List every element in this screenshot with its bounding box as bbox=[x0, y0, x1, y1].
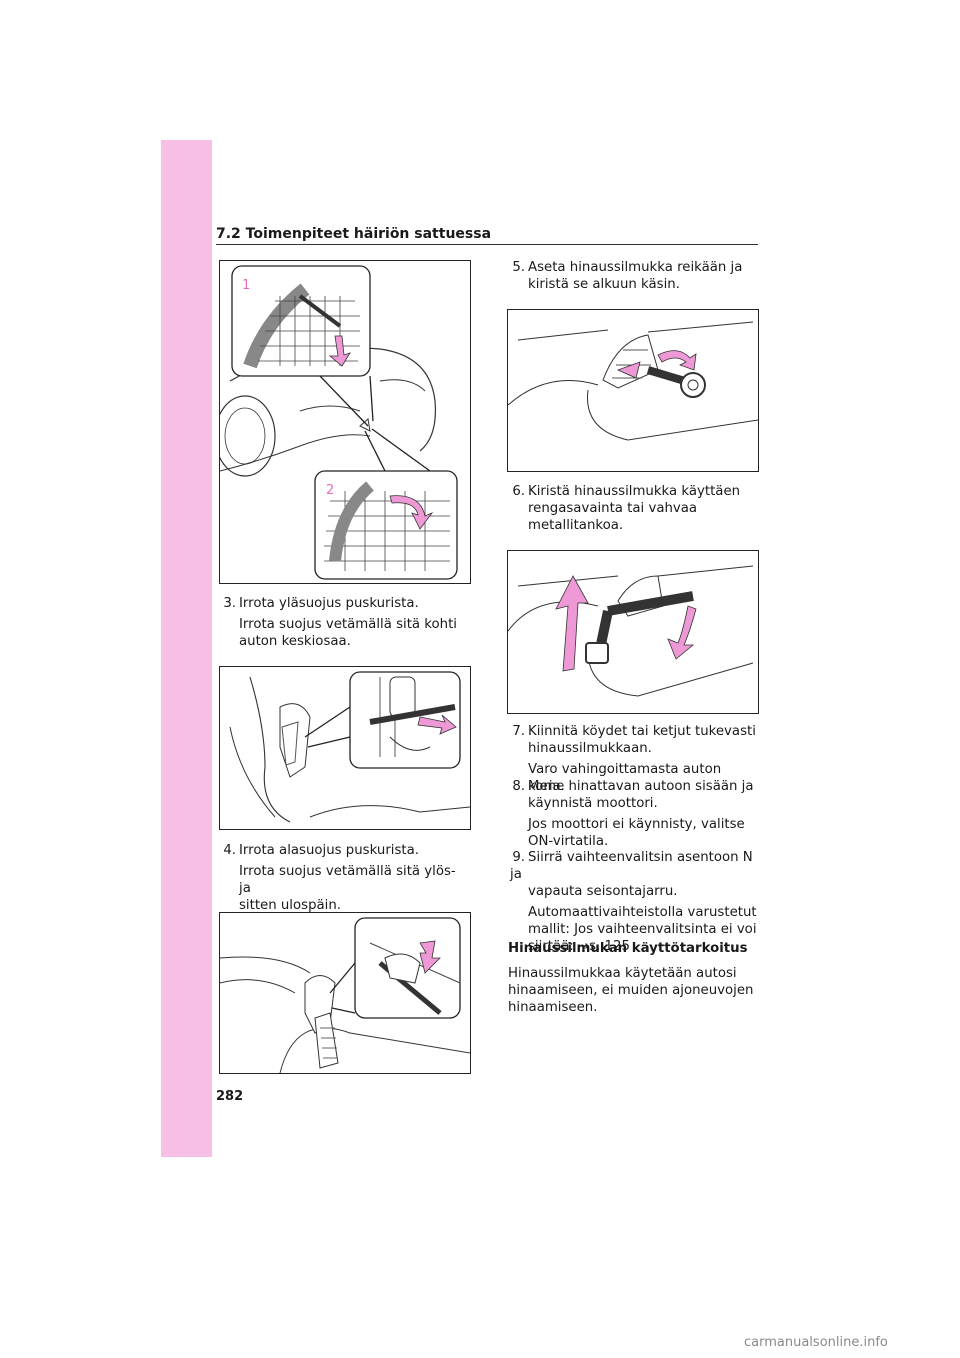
figure-tighten-eyelet-drawing bbox=[508, 565, 754, 697]
figure-tighten-eyelet bbox=[507, 550, 759, 714]
step-7: 7.Kiinnitä köydet tai ketjut tukevasti h… bbox=[510, 723, 760, 795]
step-4: 4.Irrota alasuojus puskurista. Irrota su… bbox=[221, 842, 471, 914]
step-7-line-2: hinaussilmukkaan. bbox=[528, 741, 652, 756]
purpose-line-2: hinaamiseen, ei muiden ajoneuvojen bbox=[508, 983, 754, 998]
step-3-note-line-2: auton keskiosaa. bbox=[239, 634, 351, 649]
step-4-number: 4. bbox=[223, 843, 236, 858]
purpose-paragraph: Hinaussilmukkaa käytetään autosi hinaami… bbox=[508, 965, 760, 1016]
section-title: 7.2 Toimenpiteet häiriön sattuessa bbox=[216, 226, 492, 242]
step-8-note-line-2: ON-virtatila. bbox=[528, 834, 609, 849]
step-3-number: 3. bbox=[223, 596, 236, 611]
step-5-line-2: kiristä se alkuun käsin. bbox=[528, 277, 680, 292]
callout-2: 2 bbox=[326, 483, 334, 498]
purpose-heading: Hinaussilmukan käyttötarkoitus bbox=[508, 941, 748, 956]
step-6-line-1: Kiristä hinaussilmukka käyttäen bbox=[528, 484, 741, 499]
figure-lower-cover bbox=[219, 912, 471, 1074]
step-5: 5.Aseta hinaussilmukka reikään ja kirist… bbox=[510, 259, 760, 293]
step-3-note-line-1: Irrota suojus vetämällä sitä kohti bbox=[239, 617, 458, 632]
step-7-note: Varo vahingoittamasta auton koria. bbox=[528, 762, 722, 794]
step-8-line-2: käynnistä moottori. bbox=[528, 796, 658, 811]
section-tab-sidebar bbox=[161, 140, 212, 1157]
figure-upper-cover-drawing bbox=[229, 671, 470, 823]
step-7-number: 7. bbox=[512, 724, 525, 739]
step-7-line-1: Kiinnitä köydet tai ketjut tukevasti bbox=[528, 724, 756, 739]
figure-insert-eyelet-drawing bbox=[508, 321, 758, 441]
purpose-line-3: hinaamiseen. bbox=[508, 1000, 598, 1015]
step-9-line-1: Siirrä vaihteenvalitsin asentoon N ja bbox=[510, 850, 753, 882]
step-6-number: 6. bbox=[512, 484, 525, 499]
step-9-note-line-1: Automaattivaihteistolla varustetut bbox=[528, 905, 757, 920]
figure-cover-location: 1 2 bbox=[219, 260, 471, 584]
step-4-note-line-2: sitten ulospäin. bbox=[239, 898, 342, 913]
figure-lower-cover-drawing bbox=[220, 917, 470, 1073]
step-9: 9.Siirrä vaihteenvalitsin asentoon N ja … bbox=[510, 849, 760, 955]
figure-cover-location-drawing: 1 2 bbox=[220, 265, 458, 580]
step-8-note-line-1: Jos moottori ei käynnisty, valitse bbox=[528, 817, 745, 832]
step-4-note-line-1: Irrota suojus vetämällä sitä ylös- ja bbox=[239, 864, 456, 896]
step-5-number: 5. bbox=[512, 260, 525, 275]
header-divider bbox=[216, 244, 758, 245]
figure-insert-eyelet bbox=[507, 309, 759, 472]
step-3: 3.Irrota yläsuojus puskurista. Irrota su… bbox=[221, 595, 471, 650]
step-9-line-2: vapauta seisontajarru. bbox=[528, 884, 678, 899]
step-9-note-line-3: siirtää: →s. 125 bbox=[528, 939, 630, 954]
step-3-text: Irrota yläsuojus puskurista. bbox=[239, 596, 419, 611]
figure-upper-cover bbox=[219, 666, 471, 830]
step-8: 8.Mene hinattavan autoon sisään ja käynn… bbox=[510, 778, 760, 850]
step-8-line-1: Mene hinattavan autoon sisään ja bbox=[528, 779, 754, 794]
step-6: 6.Kiristä hinaussilmukka käyttäen rengas… bbox=[510, 483, 760, 534]
watermark-text: carmanualsonline.info bbox=[744, 1335, 888, 1350]
step-9-number: 9. bbox=[512, 850, 525, 865]
step-9-note-line-2: mallit: Jos vaihteenvalitsinta ei voi bbox=[528, 922, 757, 937]
step-4-text: Irrota alasuojus puskurista. bbox=[239, 843, 420, 858]
page-number: 282 bbox=[216, 1089, 244, 1104]
purpose-line-1: Hinaussilmukkaa käytetään autosi bbox=[508, 966, 737, 981]
step-5-line-1: Aseta hinaussilmukka reikään ja bbox=[528, 260, 743, 275]
callout-1: 1 bbox=[242, 278, 250, 293]
step-6-line-3: metallitankoa. bbox=[528, 518, 624, 533]
step-6-line-2: rengasavainta tai vahvaa bbox=[528, 501, 698, 516]
step-8-number: 8. bbox=[512, 779, 525, 794]
